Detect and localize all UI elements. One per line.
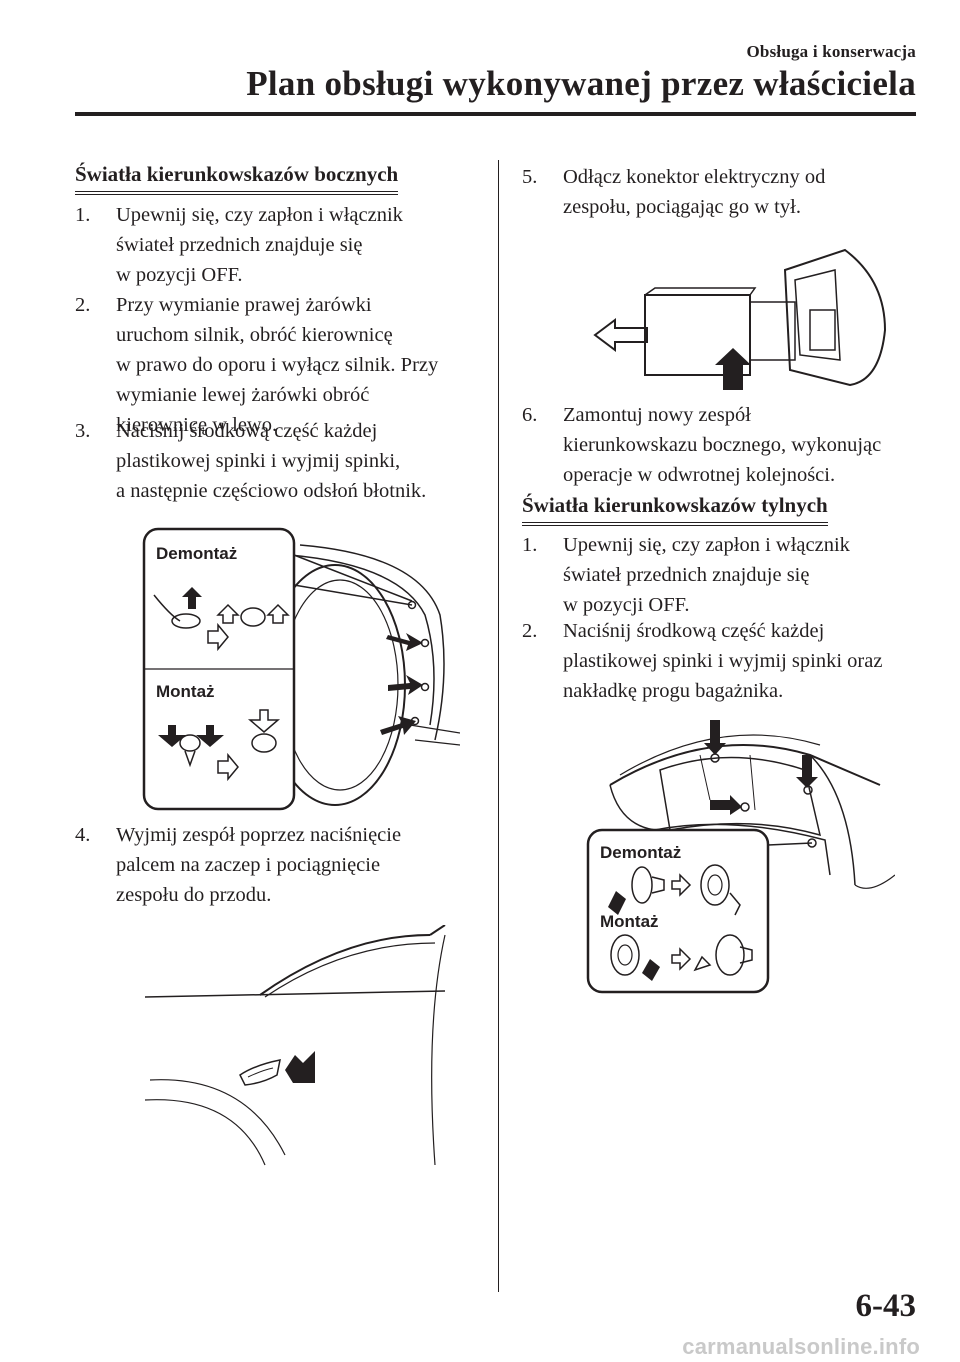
label-removal: Demontaż [156, 544, 237, 563]
label-install: Montaż [156, 682, 215, 701]
figure-connector [585, 240, 895, 400]
figure-trunk-sill: Demontaż Montaż [580, 715, 895, 1000]
step-left-1: 1. Upewnij się, czy zapłon i włącznik św… [75, 200, 485, 290]
step-right-5: 5. Odłącz konektor elektryczny od zespoł… [522, 162, 932, 222]
step-number: 2. [522, 620, 538, 642]
section-title-side-turn-signals: Światła kierunkowskazów bocznych [75, 162, 399, 195]
watermark: carmanualsonline.info [682, 1334, 920, 1359]
step-right-b2: 2. Naciśnij środkową część każdej plasti… [522, 616, 932, 706]
step-text: Upewnij się, czy zapłon i włącznik świat… [563, 534, 850, 616]
step-text: Odłącz konektor elektryczny od zespołu, … [563, 166, 826, 218]
step-text: Wyjmij zespół poprzez naciśnięcie palcem… [116, 824, 402, 906]
step-text: Zamontuj nowy zespół kierunkowskazu bocz… [563, 404, 882, 486]
step-left-3: 3. Naciśnij środkową część każdej plasti… [75, 416, 485, 506]
step-right-b1: 1. Upewnij się, czy zapłon i włącznik św… [522, 530, 932, 620]
step-text: Naciśnij środkową część każdej plastikow… [563, 620, 883, 702]
step-right-6: 6. Zamontuj nowy zespół kierunkowskazu b… [522, 400, 932, 490]
step-left-4: 4. Wyjmij zespół poprzez naciśnięcie pal… [75, 820, 485, 910]
step-left-2: 2. Przy wymianie prawej żarówki uruchom … [75, 290, 485, 440]
label-removal: Demontaż [600, 843, 681, 862]
step-text: Przy wymianie prawej żarówki uruchom sil… [116, 294, 439, 436]
step-text: Naciśnij środkową część każdej plastikow… [116, 420, 427, 502]
step-number: 1. [522, 534, 538, 556]
step-number: 1. [75, 204, 91, 226]
header-rule [75, 112, 916, 116]
figure-side-signal-removal [145, 925, 465, 1170]
step-text: Upewnij się, czy zapłon i włącznik świat… [116, 204, 403, 286]
step-number: 5. [522, 166, 538, 188]
section-title-rear-turn-signals: Światła kierunkowskazów tylnych [522, 493, 828, 526]
step-number: 6. [522, 404, 538, 426]
running-header-section: Obsługa i konserwacja [746, 42, 916, 61]
step-number: 2. [75, 294, 91, 316]
step-number: 4. [75, 824, 91, 846]
figure-fender-clips: Demontaż Montaż [140, 525, 460, 815]
step-number: 3. [75, 420, 91, 442]
page-number: 6-43 [855, 1288, 917, 1324]
page-title: Plan obsługi wykonywanej przez właścicie… [246, 64, 916, 103]
label-install: Montaż [600, 912, 659, 931]
column-divider [498, 160, 499, 1292]
